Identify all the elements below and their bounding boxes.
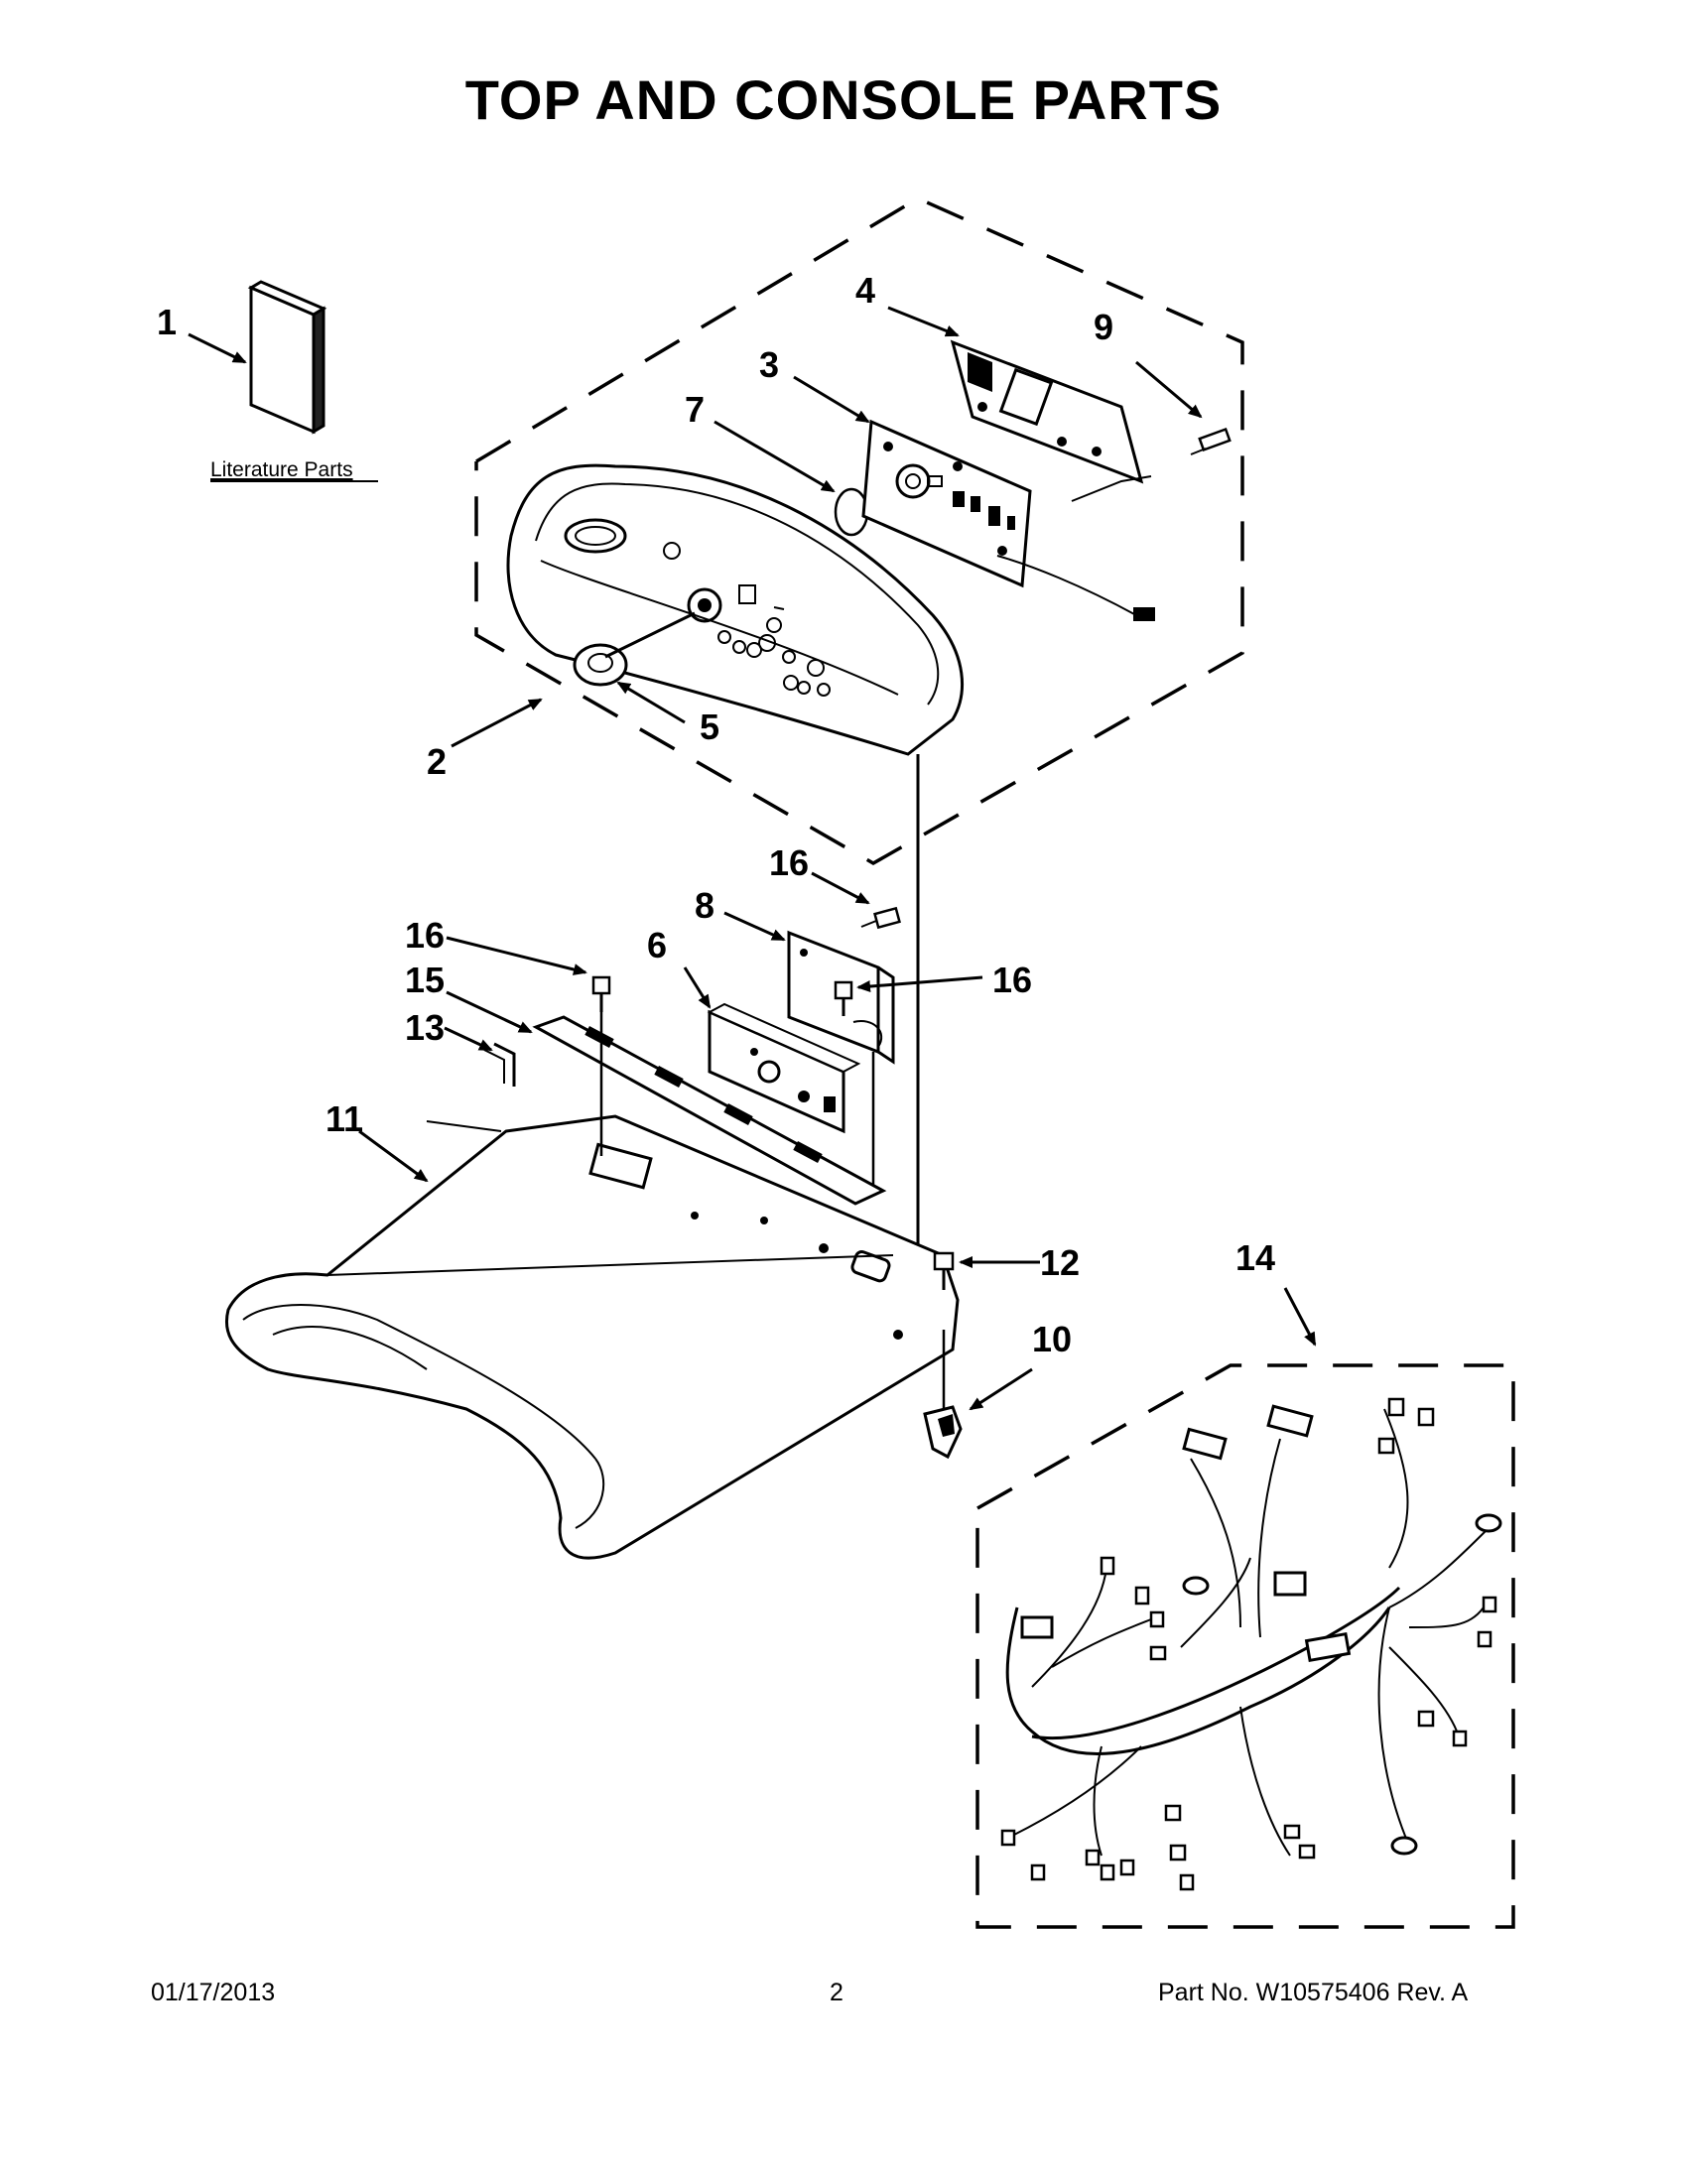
callout-15: 15 bbox=[405, 960, 445, 1000]
control-board bbox=[861, 419, 1155, 621]
callout-16-right: 16 bbox=[992, 960, 1032, 1000]
callout-9: 9 bbox=[1094, 307, 1113, 347]
callout-16-top: 16 bbox=[769, 842, 809, 883]
callout-7: 7 bbox=[685, 389, 705, 430]
hinge-bracket bbox=[483, 1042, 516, 1087]
leader-15 bbox=[446, 990, 533, 1034]
leader-11 bbox=[358, 1129, 429, 1183]
callout-5: 5 bbox=[700, 707, 719, 747]
leader-16-right bbox=[856, 975, 983, 993]
leader-4 bbox=[887, 306, 960, 337]
callout-1: 1 bbox=[157, 302, 177, 342]
leader-2 bbox=[451, 698, 543, 748]
plate-screw-top bbox=[860, 906, 901, 930]
leader-9 bbox=[1135, 360, 1203, 419]
literature-booklet bbox=[247, 280, 327, 435]
callout-13: 13 bbox=[405, 1007, 445, 1048]
callout-12: 12 bbox=[1040, 1242, 1080, 1283]
callout-8: 8 bbox=[695, 885, 714, 926]
leader-10 bbox=[969, 1367, 1033, 1411]
callout-3: 3 bbox=[759, 344, 779, 385]
rail-screw-left bbox=[591, 975, 611, 1012]
console-dashed-boundary bbox=[474, 196, 1244, 866]
control-knob bbox=[573, 643, 628, 687]
leader-8 bbox=[723, 911, 786, 942]
callout-2: 2 bbox=[427, 741, 447, 782]
harness-dashed-boundary bbox=[975, 1363, 1515, 1929]
hinge-clip bbox=[923, 1405, 963, 1460]
leader-7 bbox=[714, 420, 836, 493]
leader-6 bbox=[683, 966, 712, 1009]
page-title: TOP AND CONSOLE PARTS bbox=[464, 68, 1223, 131]
callout-11: 11 bbox=[325, 1098, 363, 1139]
leader-1 bbox=[188, 332, 247, 364]
control-module bbox=[707, 1002, 861, 1134]
callout-14: 14 bbox=[1235, 1237, 1275, 1278]
top-panel bbox=[224, 1114, 960, 1560]
knob-axis-line bbox=[604, 611, 696, 659]
ui-board bbox=[950, 339, 1152, 502]
leader-13 bbox=[444, 1026, 493, 1052]
wire-harness bbox=[1000, 1397, 1502, 1891]
callout-6: 6 bbox=[647, 925, 667, 965]
footer-part-number: Part No. W10575406 Rev. A bbox=[1158, 1979, 1469, 2006]
footer-date: 01/17/2013 bbox=[151, 1979, 276, 2006]
mounting-plate bbox=[787, 930, 895, 1065]
leader-3 bbox=[793, 375, 870, 424]
plate-screw-right bbox=[834, 980, 853, 1016]
callout-16-left: 16 bbox=[405, 915, 445, 956]
leader-5 bbox=[616, 681, 686, 724]
footer-page-number: 2 bbox=[830, 1979, 844, 2006]
leader-14 bbox=[1283, 1287, 1317, 1347]
console-panel bbox=[506, 463, 964, 756]
leader-16-left bbox=[446, 936, 587, 975]
literature-parts-label: Literature Parts bbox=[210, 458, 353, 481]
cabinet-screw bbox=[933, 1251, 955, 1290]
board-screw bbox=[1190, 427, 1232, 455]
callout-4: 4 bbox=[855, 270, 875, 311]
leader-16-top bbox=[811, 871, 870, 905]
callout-10: 10 bbox=[1032, 1319, 1072, 1359]
console-bracket-rail bbox=[532, 1015, 887, 1206]
